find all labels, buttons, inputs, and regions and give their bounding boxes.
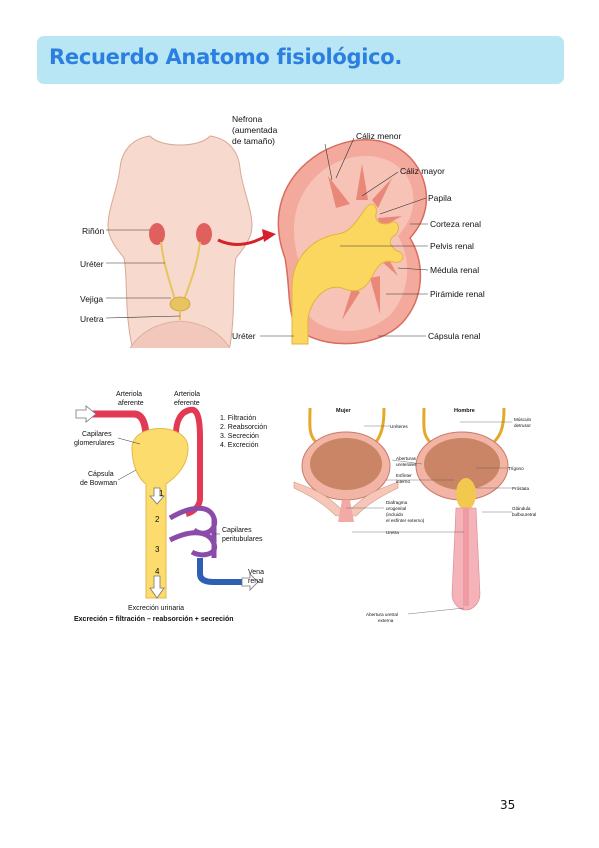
label-uretra: Uretra (80, 314, 104, 324)
label-step-excrecion: 4. Excreción (220, 442, 259, 449)
red-arrow-icon (217, 234, 267, 246)
label-capilares-peritubulares-1: Capilares (222, 527, 252, 534)
label-step-filtracion: 1. Filtración (220, 415, 256, 422)
label-aberturas-1: Aberturas (396, 456, 417, 461)
label-vena-1: Vena (248, 569, 264, 576)
label-uretra-bladder: Uretra (386, 530, 399, 535)
label-piramide-renal: Pirámide renal (430, 289, 485, 299)
bladder-figure: Mujer Hombre Uréteres Músculo detrusor A… (293, 407, 536, 623)
label-arteriola-eferente-2: eferente (174, 400, 200, 407)
label-ureteres: Uréteres (390, 424, 408, 429)
bladder-small (169, 296, 191, 312)
label-vejiga: Vejiga (80, 294, 103, 304)
label-medula-renal: Médula renal (430, 265, 479, 275)
step-number-1: 1 (159, 489, 164, 498)
label-nefrona-3: de tamaño) (232, 136, 275, 146)
label-musculo-2: detrusor (514, 423, 531, 428)
title-banner: Recuerdo Anatomo fisiológico. (37, 36, 564, 84)
label-nefrona-2: (aumentada (232, 125, 278, 135)
label-abertura-externa-1: Abertura uretral (366, 612, 398, 617)
label-diafragma-4: el esfínter externo) (386, 518, 425, 523)
label-capilares-glomerulares-2: glomerulares (74, 440, 115, 447)
label-caliz-menor: Cáliz menor (356, 131, 402, 141)
step-number-2: 2 (155, 515, 160, 524)
label-formula: Excreción = filtración – reabsorción + s… (74, 616, 234, 623)
label-capsula-bowman-2: de Bowman (80, 480, 117, 487)
label-diafragma-1: Diafragma (386, 500, 408, 505)
label-glandula-2: bulbouretral (512, 512, 536, 517)
nephron-process-figure: 1 2 3 4 Arteriola aferente Arteriola efe… (74, 391, 267, 623)
label-pelvis-renal: Pelvis renal (430, 241, 474, 251)
page-title: Recuerdo Anatomo fisiológico. (49, 45, 403, 69)
left-kidney-small (149, 223, 165, 245)
bowman-capsule-tubule (131, 428, 189, 599)
label-papila: Papila (428, 193, 452, 203)
label-caliz-mayor: Cáliz mayor (400, 166, 445, 176)
label-capilares-peritubulares-2: peritubulares (222, 536, 263, 543)
renal-pelvis (291, 203, 404, 345)
label-diafragma-2: urogenital (386, 506, 406, 511)
page-number: 35 (500, 798, 516, 812)
label-esfinter-2: interno (396, 479, 410, 484)
label-arteriola-eferente-1: Arteriola (174, 391, 200, 398)
label-capsula-bowman-1: Cápsula (88, 471, 114, 478)
label-trigono: Trígono (508, 466, 524, 471)
step-number-3: 3 (155, 545, 160, 554)
label-rinon: Riñón (82, 226, 104, 236)
label-hombre: Hombre (454, 408, 475, 414)
label-arteriola-aferente-1: Arteriola (116, 391, 142, 398)
label-diafragma-3: (incluido (386, 512, 404, 517)
label-step-secrecion: 3. Secreción (220, 433, 259, 440)
label-esfinter-1: Esfínter (396, 473, 412, 478)
prostate (456, 478, 476, 510)
right-kidney-small (196, 223, 212, 245)
label-capilares-glomerulares-1: Capilares (82, 431, 112, 438)
label-prostata: Próstata (512, 486, 530, 491)
label-arteriola-aferente-2: aferente (118, 400, 144, 407)
label-capsula-renal: Cápsula renal (428, 331, 481, 341)
label-ureter-right: Uréter (232, 331, 256, 341)
female-body-silhouette (107, 135, 253, 347)
label-nefrona-1: Nefrona (232, 114, 263, 124)
label-excrecion-urinaria: Excreción urinaria (128, 605, 184, 612)
label-vena-2: renal (248, 578, 264, 585)
label-mujer: Mujer (336, 408, 352, 414)
label-ureter-left: Uréter (80, 259, 104, 269)
label-glandula-1: Glándula (512, 506, 531, 511)
label-step-reabsorcion: 2. Reabsorción (220, 424, 267, 431)
label-aberturas-2: ureterales (396, 462, 417, 467)
label-corteza-renal: Corteza renal (430, 219, 481, 229)
label-abertura-externa-2: externa (378, 618, 394, 623)
step-number-4: 4 (155, 567, 160, 576)
kidney-anatomy-figure: Riñón Uréter Vejiga Uretra Nefrona (aume… (80, 114, 485, 348)
label-musculo-1: Músculo (514, 417, 532, 422)
